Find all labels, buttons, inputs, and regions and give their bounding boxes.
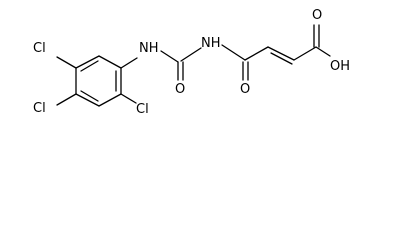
atom-label-o-acid: O bbox=[312, 8, 322, 23]
bond-nh-c-urea bbox=[160, 50, 179, 63]
bond-alkene-2 bbox=[270, 52, 293, 65]
bond-ring-c4-c5 bbox=[75, 93, 100, 107]
structure-diagram: Cl Cl Cl NH NH O O O OH bbox=[33, 8, 350, 117]
bond-ring-c2-c3 bbox=[75, 55, 100, 69]
atom-label-nh-imide: NH bbox=[201, 36, 221, 51]
bond-ring-nh bbox=[120, 57, 138, 69]
bond-ring-double-inner-2 bbox=[80, 90, 99, 102]
bond-alkene-1 bbox=[267, 46, 295, 61]
benzene-ring bbox=[75, 55, 122, 107]
bond-ring-cl-top bbox=[56, 56, 77, 69]
atom-label-cl-top: Cl bbox=[33, 41, 46, 56]
bond-nh-c-amide bbox=[221, 44, 246, 61]
bond-acid-oh bbox=[315, 46, 331, 57]
atom-label-o-amide: O bbox=[240, 82, 250, 97]
bond-ring-cl-right bbox=[120, 93, 137, 104]
bond-ring-c5-c6 bbox=[98, 93, 122, 107]
bond-c-amide-c-alkene bbox=[244, 46, 269, 61]
atom-label-o-urea: O bbox=[175, 82, 185, 97]
atom-label-oh-acid: OH bbox=[330, 59, 350, 74]
bond-ring-double-inner-1 bbox=[80, 60, 99, 72]
bond-c-alkene-c-acid bbox=[293, 46, 317, 61]
atom-label-cl-left: Cl bbox=[33, 101, 46, 116]
bond-ring-c1-c2 bbox=[98, 55, 122, 69]
atom-label-nh-aryl: NH bbox=[139, 41, 159, 56]
atom-label-cl-right: Cl bbox=[136, 102, 149, 117]
bond-c-urea-nh bbox=[180, 47, 202, 62]
bond-ring-cl-left bbox=[56, 93, 77, 106]
